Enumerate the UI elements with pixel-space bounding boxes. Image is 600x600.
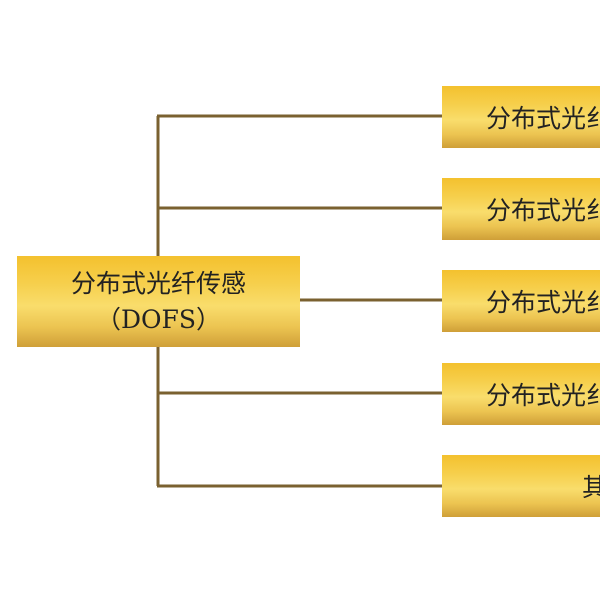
branch-node-label: 分布式光纟 <box>486 104 600 133</box>
root-node: 分布式光纤传感 （DOFS） <box>17 256 300 347</box>
branch-node-label: 分布式光纟 <box>486 381 600 410</box>
branch-node-3: 分布式光纟 <box>442 270 600 332</box>
root-node-title: 分布式光纤传感 <box>70 268 246 298</box>
branch-node-label: 分布式光纟 <box>486 196 600 225</box>
branch-node-4: 分布式光纟 <box>442 363 600 425</box>
branch-node-label: 分布式光纟 <box>486 288 600 317</box>
root-node-subtitle: （DOFS） <box>95 304 221 334</box>
branch-node-2: 分布式光纟 <box>442 178 600 240</box>
branch-node-5: 其 <box>442 455 600 517</box>
branch-node-1: 分布式光纟 <box>442 86 600 148</box>
branch-node-label: 其 <box>582 473 600 502</box>
